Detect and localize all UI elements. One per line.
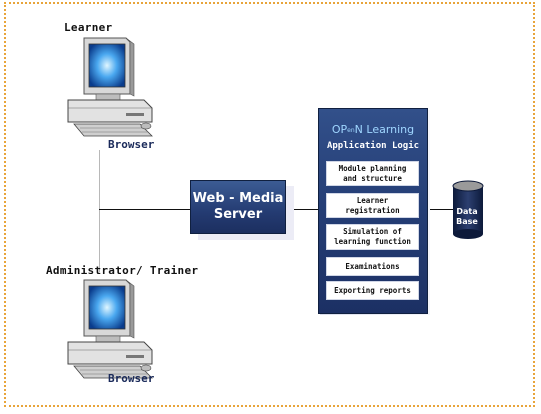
open-learning-brand: OPenN Learning: [331, 123, 415, 136]
dotted-frame: [4, 2, 535, 407]
exporting-reports-box: Exporting reports: [326, 281, 419, 300]
application-logic-title: Application Logic: [326, 141, 420, 151]
application-logic-panel: OPenN Learning Application Logic Module …: [318, 108, 428, 314]
client-server-link: [99, 209, 190, 210]
web-media-server-label: Web - Media Server: [192, 191, 284, 222]
examinations-box: Examinations: [326, 257, 419, 276]
client-connector-line: [99, 150, 100, 272]
admin-trainer-label: Administrator/ Trainer: [46, 264, 199, 277]
database-icon: [452, 180, 484, 239]
learner-label: Learner: [64, 21, 113, 34]
database-label: Data Base: [456, 207, 478, 226]
logic-database-link: [428, 209, 454, 210]
learner-computer-icon: [67, 37, 153, 137]
learner-registration-box: Learner registration: [326, 193, 419, 218]
module-planning-box: Module planning and structure: [326, 161, 419, 186]
admin-computer-icon: [67, 279, 153, 379]
learner-browser-label: Browser: [108, 138, 155, 151]
simulation-box: Simulation of learning function: [326, 224, 419, 250]
web-media-server-box: Web - Media Server: [190, 180, 286, 234]
server-logic-link: [286, 209, 318, 210]
admin-browser-label: Browser: [108, 372, 155, 385]
